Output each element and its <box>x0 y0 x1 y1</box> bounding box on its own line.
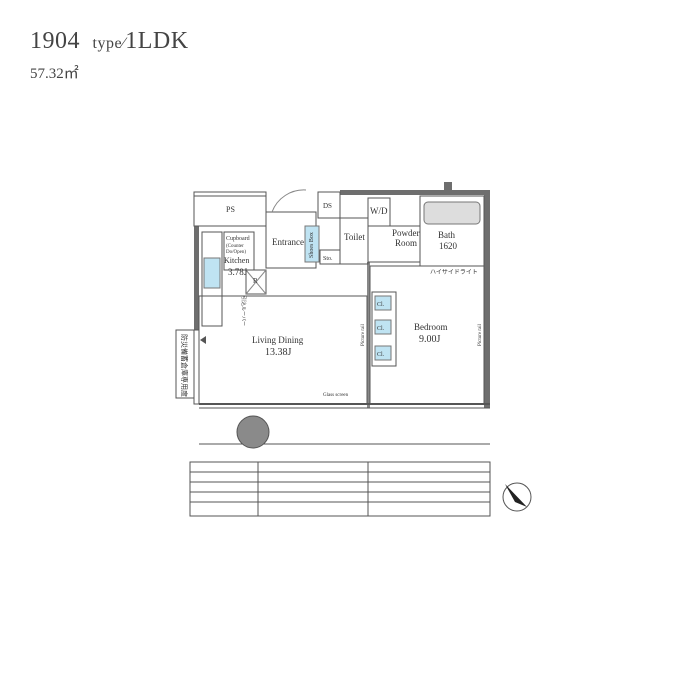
kitchen-cupboard <box>223 231 255 271</box>
bedroom-closet <box>371 291 397 367</box>
label-picture-rail-right: Picture rail <box>478 323 483 346</box>
label-ps: PS <box>226 205 235 214</box>
label-closet-2: Cl. <box>377 326 385 332</box>
label-shoes-box: Shoes Box <box>309 232 315 258</box>
kitchen-counter <box>201 231 223 327</box>
label-bedroom-size: 9.00J <box>419 334 441 345</box>
label-exclusive-storage: 防災備蓄倉庫専用度 <box>180 334 189 397</box>
label-fridge: R <box>253 277 258 285</box>
wall-inner-vertical <box>367 262 370 408</box>
sto-box <box>319 249 341 265</box>
label-entrance: Entrance <box>272 237 304 247</box>
label-powder: Powder <box>392 228 420 238</box>
bathtub <box>423 201 481 225</box>
label-sto: Sto. <box>323 256 333 262</box>
label-cupboard-3: Do/Open) <box>226 250 246 255</box>
shoes-box <box>304 225 320 263</box>
label-cupboard-2: (Counter <box>226 244 244 249</box>
north-arrow-icon <box>502 482 532 512</box>
label-kitchen: Kitchen <box>224 256 249 265</box>
label-closet-1: Cl. <box>377 302 385 308</box>
storage-marker <box>175 329 195 399</box>
wall-top-column <box>444 182 452 192</box>
type-label: type∕ <box>92 35 126 52</box>
wall-left-lower <box>193 329 200 405</box>
balcony-rail <box>189 461 491 517</box>
label-toilet: Toilet <box>344 232 365 242</box>
type-value: 1LDK <box>125 28 189 54</box>
balcony-column <box>236 415 270 449</box>
plan-walls <box>175 182 491 517</box>
label-wd: W/D <box>370 206 388 216</box>
label-living: Living Dining <box>252 335 304 345</box>
label-kitchen-size: 3.78J <box>228 267 248 277</box>
label-bath: Bath <box>438 230 455 240</box>
label-powder-room: Room <box>395 238 417 248</box>
unit-number: 1904 <box>30 28 80 54</box>
unit-title: 1904 type∕1LDK <box>30 28 189 55</box>
label-ds: DS <box>323 202 332 210</box>
label-living-size: 13.38J <box>265 347 292 358</box>
label-shoe-note: 引込ルーバー <box>240 296 247 326</box>
label-glass-screen: Glass screen <box>323 393 349 398</box>
label-picture-rail-left: Picture rail <box>361 323 366 346</box>
label-bedroom: Bedroom <box>414 322 448 332</box>
label-closet-3: Cl. <box>377 352 385 358</box>
fridge <box>245 269 267 295</box>
unit-area: 57.32㎡ <box>30 66 79 82</box>
label-bath-size: 1620 <box>439 241 458 251</box>
wall-left <box>194 226 199 330</box>
kitchen-sink <box>203 257 221 289</box>
label-high-side-light: ハイサイドライト <box>430 269 478 276</box>
label-cupboard: Cupboard <box>226 236 250 242</box>
wall-top-right <box>340 190 488 195</box>
ds-box <box>317 191 341 219</box>
ps-box <box>193 191 267 227</box>
wall-right <box>484 190 490 408</box>
